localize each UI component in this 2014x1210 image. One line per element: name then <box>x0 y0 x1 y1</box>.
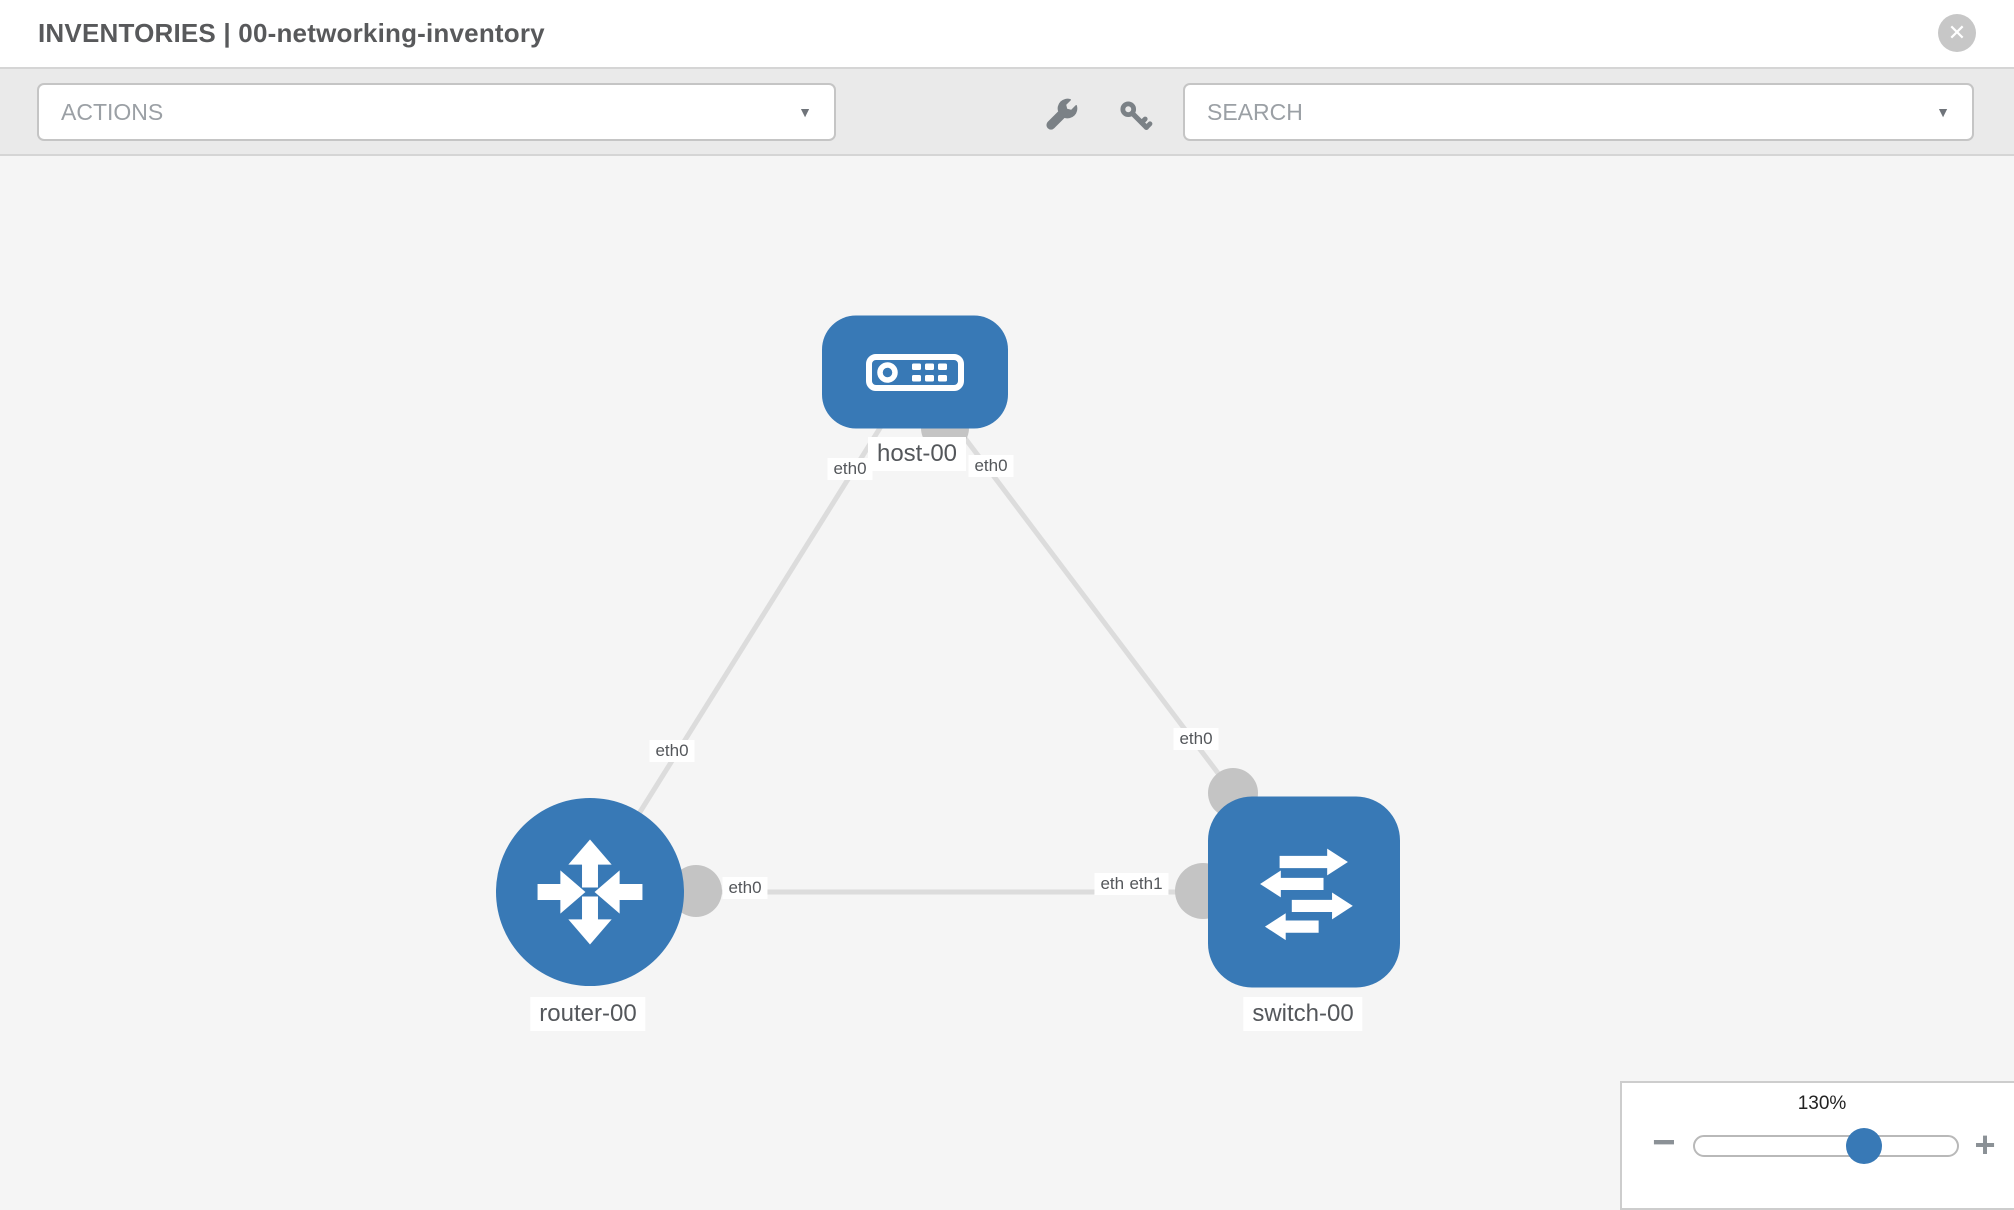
node-label-host-00: host-00 <box>867 437 967 471</box>
zoom-slider-track[interactable] <box>1693 1128 1959 1164</box>
search-placeholder: SEARCH <box>1207 98 1303 125</box>
search-dropdown[interactable]: SEARCH ▼ <box>1183 83 1974 141</box>
interface-label: eth0 <box>1173 728 1219 750</box>
router-arrows-icon <box>537 839 643 945</box>
interface-label: eth0 <box>827 458 873 480</box>
interface-label: eth0 <box>722 877 768 899</box>
node-host-00[interactable] <box>822 315 1008 429</box>
close-button[interactable]: ✕ <box>1938 14 1976 52</box>
host-device-icon <box>866 353 964 391</box>
page-title: INVENTORIES | 00-networking-inventory <box>38 18 545 48</box>
interface-label: eth0 <box>649 740 695 762</box>
topology-canvas[interactable]: host-00 router-00 switch-00 eth0 eth0 eth0 e… <box>0 156 2014 1200</box>
interface-label: eth0 <box>968 455 1014 477</box>
zoom-in-button[interactable]: + <box>1974 1124 1996 1165</box>
node-switch-00[interactable] <box>1208 796 1400 988</box>
switch-arrows-icon <box>1260 848 1353 940</box>
zoom-level: 130% <box>1797 1093 1847 1114</box>
page-header: INVENTORIES | 00-networking-inventory ✕ <box>0 0 2014 69</box>
close-icon: ✕ <box>1947 20 1967 45</box>
toolbar: ACTIONS ▼ SEARCH ▼ <box>0 69 2014 156</box>
interface-label: eth1 <box>1123 873 1169 895</box>
actions-placeholder: ACTIONS <box>61 98 164 125</box>
node-label-router-00: router-00 <box>530 997 646 1031</box>
node-router-00[interactable] <box>496 798 684 986</box>
key-icon[interactable] <box>1117 98 1153 134</box>
link-host-00-switch-00[interactable] <box>913 370 1235 795</box>
topology-links-layer <box>587 370 1304 919</box>
wrench-icon[interactable] <box>1045 98 1081 134</box>
chevron-down-icon: ▼ <box>1936 104 1950 120</box>
zoom-slider-thumb[interactable] <box>1845 1128 1882 1164</box>
zoom-panel: 130% − + <box>1620 1081 2014 1210</box>
chevron-down-icon: ▼ <box>798 104 812 120</box>
actions-dropdown[interactable]: ACTIONS ▼ <box>37 83 836 141</box>
zoom-out-button[interactable]: − <box>1652 1120 1676 1165</box>
node-label-switch-00: switch-00 <box>1243 997 1363 1031</box>
